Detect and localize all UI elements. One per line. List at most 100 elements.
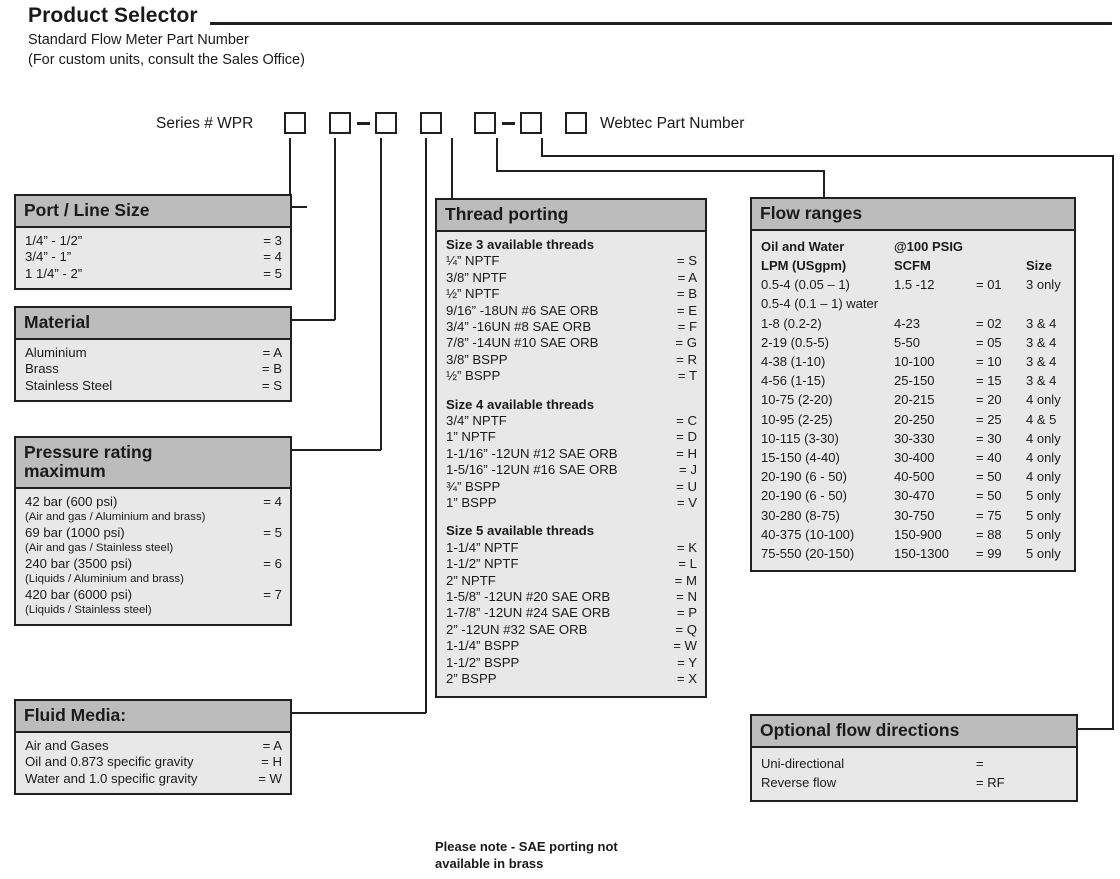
pn-box-2[interactable]: [329, 112, 351, 134]
cell-code: = 50: [976, 488, 1002, 504]
row-code: = S: [261, 377, 282, 393]
pn-separator-2: [502, 122, 515, 125]
row-code: = G: [675, 335, 697, 351]
row-code: = S: [676, 253, 697, 269]
table-row: 3/4” -16UN #8 SAE ORB= F: [446, 319, 697, 335]
row-code: = B: [261, 361, 282, 377]
table-header-row: Oil and Water @100 PSIG: [761, 237, 1066, 256]
pn-box-6[interactable]: [520, 112, 542, 134]
leader-line-fluid-v: [425, 138, 427, 713]
row-code: = J: [679, 462, 697, 478]
row-label: 3/4” - 1”: [25, 249, 72, 265]
port-line-size-box: Port / Line Size 1/4” - 1/2” = 3 3/4” - …: [14, 194, 292, 291]
row-note: (Air and gas / Stainless steel): [25, 542, 174, 555]
row-code: = T: [677, 368, 697, 384]
row-code: = W: [673, 638, 697, 654]
row-code: = K: [676, 539, 697, 555]
pressure-rating-title-line1: Pressure rating: [24, 442, 153, 462]
table-header-row: LPM (USgpm) SCFM Size: [761, 256, 1066, 275]
table-row: 1-1/16” -12UN #12 SAE ORB= H: [446, 446, 697, 462]
row-code: = A: [262, 737, 282, 753]
thread-porting-note-line2: available in brass: [435, 856, 544, 871]
row-label: Air and Gases: [25, 737, 109, 753]
row-code: = 4: [263, 249, 282, 265]
row-note: (Liquids / Aluminium and brass): [25, 573, 184, 586]
cell-code: = 30: [976, 430, 1002, 446]
row-code: = RF: [976, 775, 1005, 791]
cell-code: = 05: [976, 334, 1002, 350]
cell-size: 5 only: [1026, 488, 1061, 504]
leader-line-flow-h: [496, 170, 824, 172]
row-label: 1-7/8” -12UN #24 SAE ORB: [446, 605, 611, 621]
row-code: = P: [676, 605, 697, 621]
table-row: 1-1/2” BSPP= Y: [446, 655, 697, 671]
row-label: 420 bar (6000 psi): [25, 586, 133, 602]
pn-box-7[interactable]: [565, 112, 587, 134]
cell-scfm: 20-250: [894, 411, 935, 427]
row-code: = E: [676, 302, 697, 318]
page-title: Product Selector: [28, 4, 198, 27]
row-label: Uni-directional: [761, 755, 845, 771]
pn-box-4[interactable]: [420, 112, 442, 134]
group-heading: Size 3 available threads: [446, 236, 595, 252]
pressure-rating-box: Pressure rating maximum 42 bar (600 psi)…: [14, 436, 292, 626]
table-row: 3/8” NPTF= A: [446, 270, 697, 286]
table-row: 42 bar (600 psi) = 4: [25, 494, 282, 510]
col-header-lpm: LPM (USgpm): [761, 258, 847, 274]
cell-scfm: 30-470: [894, 488, 935, 504]
leader-line-optional-h1: [541, 155, 1113, 157]
row-code: = F: [677, 318, 697, 334]
cell-lpm: 30-280 (8-75): [761, 507, 840, 523]
table-row: 1 1/4” - 2” = 5: [25, 266, 282, 282]
cell-scfm: 40-500: [894, 469, 935, 485]
row-label: 1-5/16” -12UN #16 SAE ORB: [446, 462, 618, 478]
row-label: 3/8” NPTF: [446, 269, 507, 285]
group-heading: Size 5 available threads: [446, 523, 595, 539]
row-code: = H: [261, 754, 282, 770]
table-row: 1” BSPP= V: [446, 495, 697, 511]
material-title: Material: [16, 308, 290, 340]
row-label: Stainless Steel: [25, 377, 113, 393]
row-label: 3/4” NPTF: [446, 412, 507, 428]
row-label: 1-5/8” -12UN #20 SAE ORB: [446, 589, 611, 605]
row-label: Oil and 0.873 specific gravity: [25, 754, 194, 770]
cell-lpm: 10-75 (2-20): [761, 392, 833, 408]
pressure-rating-title-line2: maximum: [24, 460, 106, 481]
row-code: = U: [676, 478, 697, 494]
row-code: = X: [676, 671, 697, 687]
table-row: 1-5/16” -12UN #16 SAE ORB = J: [446, 462, 697, 478]
cell-code: = 02: [976, 315, 1002, 331]
pn-box-3[interactable]: [375, 112, 397, 134]
cell-lpm: 75-550 (20-150): [761, 545, 855, 561]
row-note: (Liquids / Stainless steel): [25, 604, 152, 617]
row-code: = M: [674, 572, 697, 588]
table-row: 3/4” NPTF= C: [446, 413, 697, 429]
cell-lpm: 2-19 (0.5-5): [761, 334, 829, 350]
table-row: ½” BSPP= T: [446, 368, 697, 384]
cell-scfm: 25-150: [894, 373, 935, 389]
cell-size: 3 & 4: [1026, 354, 1057, 370]
subtitle-line-1: Standard Flow Meter Part Number: [28, 32, 249, 48]
row-label: ½” NPTF: [446, 286, 500, 302]
table-row: 240 bar (3500 psi) = 6: [25, 556, 282, 572]
cell-lpm: 0.5-4 (0.05 – 1): [761, 277, 850, 293]
cell-lpm: 4-38 (1-10): [761, 354, 826, 370]
cell-code: = 10: [976, 354, 1002, 370]
pn-box-5[interactable]: [474, 112, 496, 134]
row-label: ¼” NPTF: [446, 253, 500, 269]
row-label: 42 bar (600 psi): [25, 493, 118, 509]
row-code: =: [976, 755, 984, 771]
table-row: 2” -12UN #32 SAE ORB= Q: [446, 622, 697, 638]
pn-box-1[interactable]: [284, 112, 306, 134]
table-row: 69 bar (1000 psi) = 5: [25, 525, 282, 541]
row-code: = W: [258, 770, 282, 786]
cell-lpm: 10-115 (3-30): [761, 430, 839, 446]
table-row: Reverse flow = RF: [761, 773, 1068, 792]
thread-porting-box: Thread porting Size 3 available threads …: [435, 198, 707, 699]
material-body: Aluminium = A Brass = B Stainless Steel …: [16, 340, 290, 400]
table-row: Brass = B: [25, 361, 282, 377]
fluid-media-box: Fluid Media: Air and Gases = A Oil and 0…: [14, 699, 292, 796]
